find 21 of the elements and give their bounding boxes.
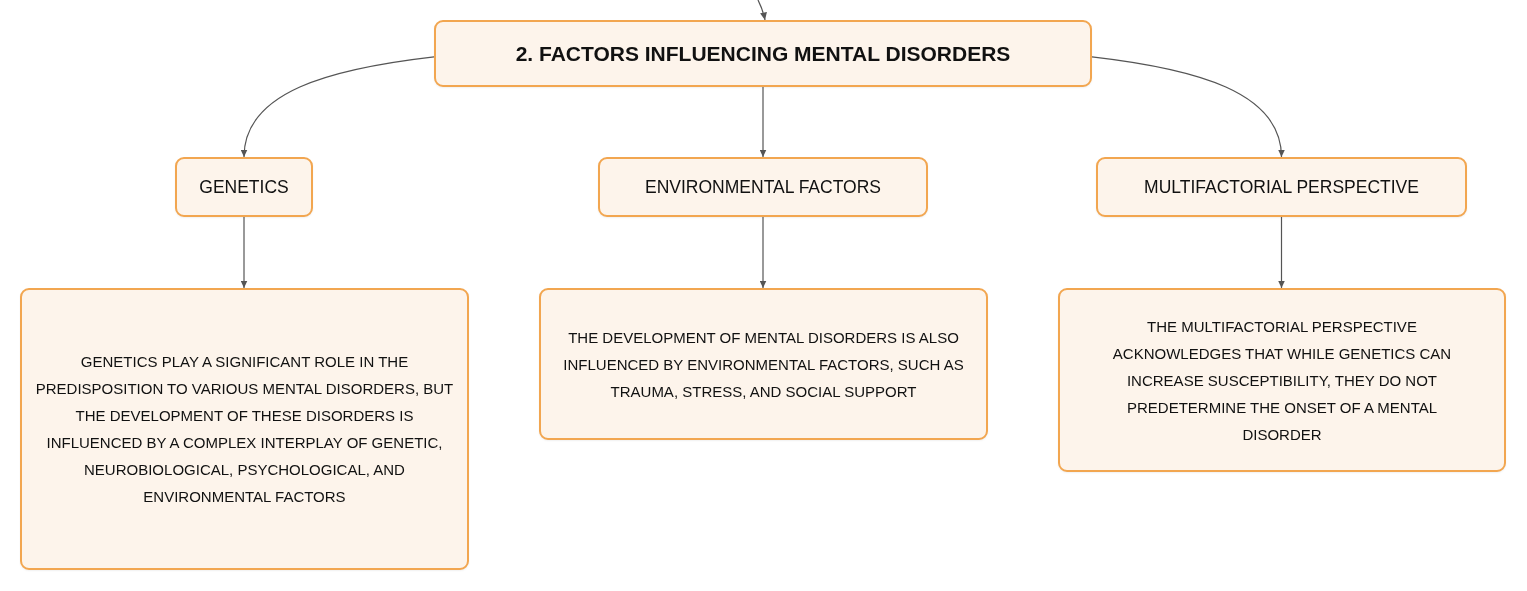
arrow xyxy=(759,216,767,289)
category-box xyxy=(598,157,928,217)
category-box xyxy=(1096,157,1467,217)
category-box xyxy=(175,157,313,217)
arrow xyxy=(759,86,767,158)
description-text: THE MULTIFACTORIAL PERSPECTIVE ACKNOWLEDGES THAT WHILE GENETICS CAN INCREASE SUSCEPTIBILITY, THEY DO NOT PREDETERMINE THE ONSET OF A MENTAL DISORDER xyxy=(1111,316,1453,445)
description-text: THE DEVELOPMENT OF MENTAL DISORDERS IS ALSO INFLUENCED BY ENVIRONMENTAL FACTORS, SUCH AS TRAUMA, STRESS, AND SOCIAL SUPPORT xyxy=(562,327,965,402)
topic-box xyxy=(434,20,1092,87)
description-text: GENETICS PLAY A SIGNIFICANT ROLE IN THE PREDISPOSITION TO VARIOUS MENTAL DISORDERS, BUT THE DEVELOPMENT OF THESE DISORDERS IS INFLUENCED BY A COMPLEX INTERPLAY OF GENETIC, NEUROBIOLOGICAL, PSYCHOLOGICAL, AND ENVIRONMENTAL FACTORS xyxy=(34,352,455,507)
topic-title: 2. FACTORS INFLUENCING MENTAL DISORDERS xyxy=(515,41,1011,66)
category-label: MULTIFACTORIAL PERSPECTIVE xyxy=(1144,176,1419,198)
arrow xyxy=(1278,216,1285,289)
arrow xyxy=(240,216,248,289)
description-box xyxy=(1058,288,1506,472)
category-label: ENVIRONMENTAL FACTORS xyxy=(645,176,881,198)
arrow xyxy=(1091,56,1285,158)
arrow xyxy=(241,56,435,158)
description-box xyxy=(539,288,988,440)
category-label: GENETICS xyxy=(199,176,289,198)
arrow xyxy=(757,0,767,21)
description-box xyxy=(20,288,469,570)
